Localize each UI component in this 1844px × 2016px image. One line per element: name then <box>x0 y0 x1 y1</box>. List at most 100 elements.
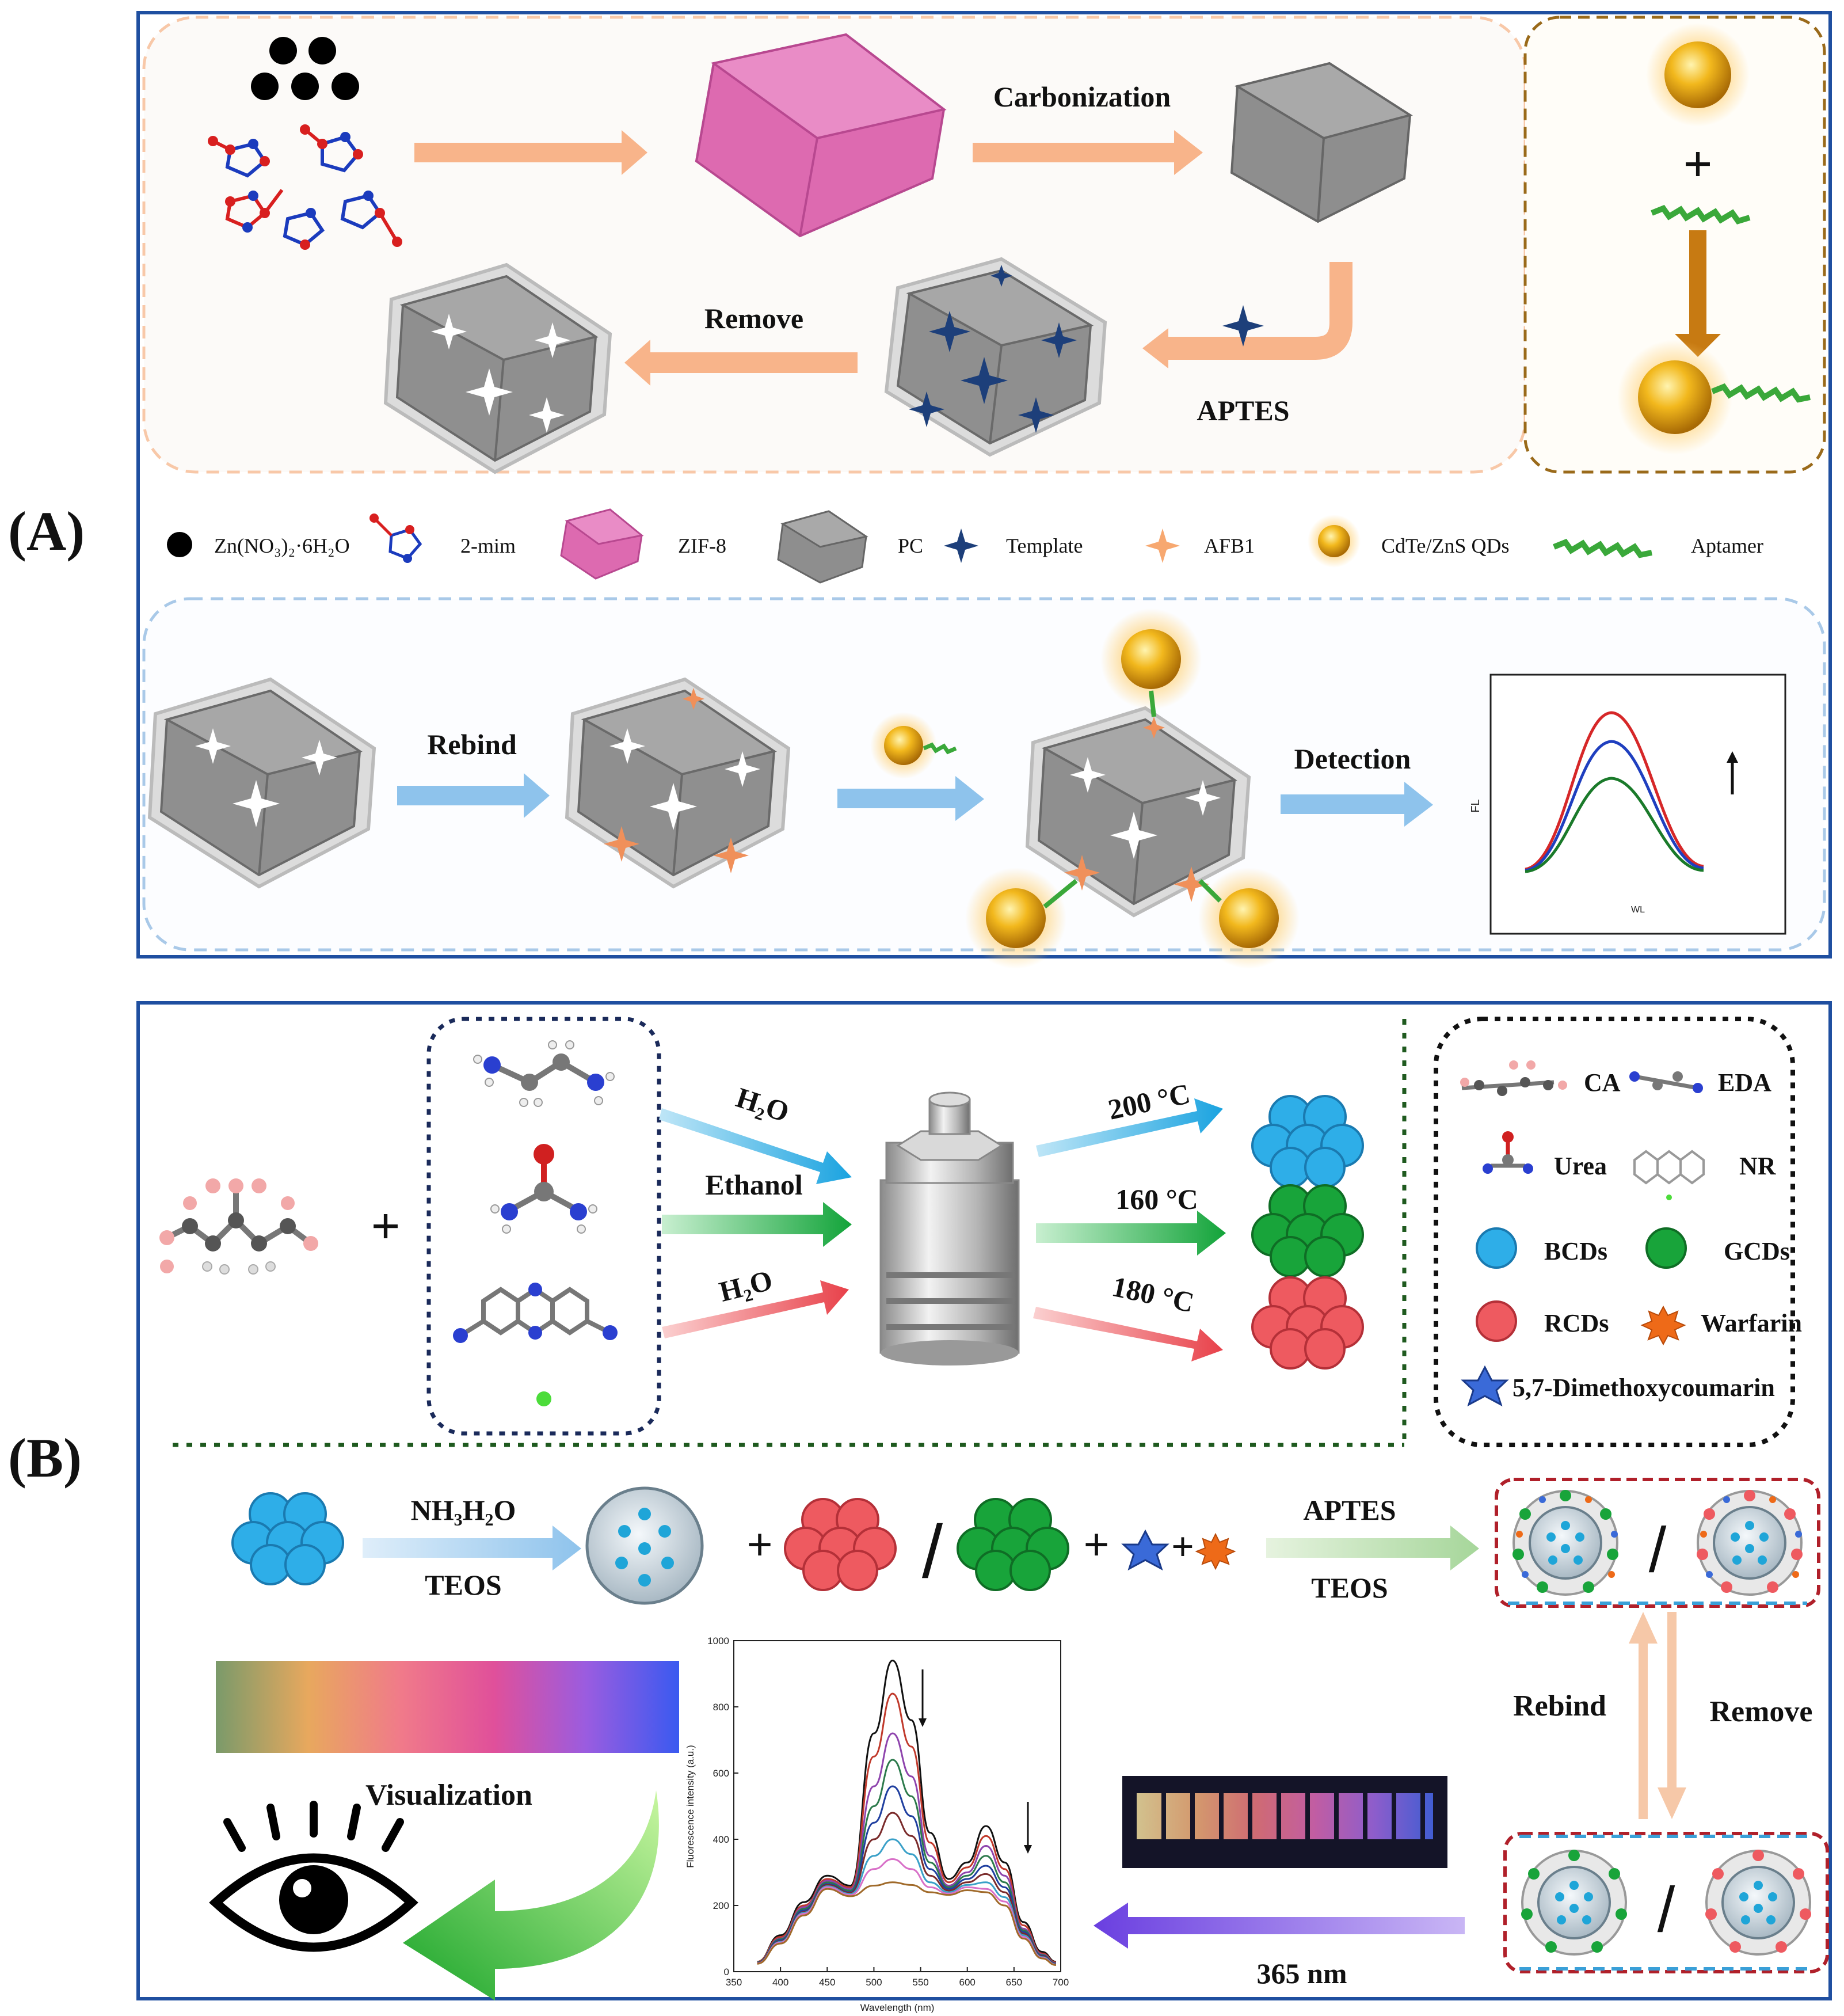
mip-with-templates <box>884 257 1107 457</box>
detection-arrow <box>1281 782 1433 827</box>
mini-curve-green <box>1525 777 1704 873</box>
legend-zif8: ZIF-8 <box>678 534 726 557</box>
mip-cavities-2 <box>147 677 376 889</box>
x-tick-label: 600 <box>959 1977 976 1988</box>
zn-legend-icon <box>167 532 192 557</box>
panel-b-letter: (B) <box>8 1427 82 1489</box>
rebind-label-a: Rebind <box>427 728 517 760</box>
bcds-legend-icon <box>1476 1227 1517 1269</box>
ca-legend-icon <box>1460 1060 1567 1096</box>
mip-with-qds <box>965 608 1300 969</box>
silica-bcd-sphere <box>585 1486 704 1605</box>
gcds-cluster-2 <box>957 1498 1069 1591</box>
panel-a-letter: (A) <box>8 500 85 562</box>
legend-warfarin: Warfarin <box>1701 1309 1802 1337</box>
mip-composite-box-top: / <box>1495 1478 1820 1608</box>
x-tick-label: 350 <box>726 1977 742 1988</box>
mip-red-sphere-top <box>1697 1490 1803 1596</box>
qd-aptamer-conjugation: + <box>1617 23 1811 455</box>
chart-plot-area <box>733 1640 1061 1972</box>
teos-label-2: TEOS <box>1311 1572 1388 1604</box>
remove-label-b: Remove <box>1709 1695 1812 1728</box>
rebind-arrow-a <box>397 773 550 818</box>
bcds-cluster <box>1251 1095 1364 1188</box>
legend-dmc: 5,7-Dimethoxycoumarin <box>1512 1374 1775 1402</box>
legend-b: CA EDA Urea NR BCDs GC <box>1460 1060 1802 1407</box>
uv-arrow <box>1094 1903 1465 1949</box>
decrease-arrow-icon-2 <box>1024 1845 1032 1854</box>
autoclave-reactor <box>879 1091 1020 1365</box>
nh3-label: NH₃H₂O <box>411 1494 516 1526</box>
legend-gcds: GCDs <box>1724 1237 1790 1265</box>
nr-molecule <box>453 1283 618 1406</box>
visualization-label: Visualization <box>365 1779 532 1812</box>
probe-arrow <box>837 776 984 821</box>
spectrum-line-2 <box>757 1692 1057 1964</box>
eye-icon <box>209 1801 418 1952</box>
legend-b-box <box>1434 1017 1795 1447</box>
teos-label-1: TEOS <box>425 1569 501 1601</box>
h2o-arrow-bottom <box>662 1280 849 1338</box>
plus-sign-b2: + <box>746 1520 773 1570</box>
detection-label: Detection <box>1294 743 1411 775</box>
rcds-legend-icon <box>1476 1300 1517 1342</box>
chart-xlabel: Wavelength (nm) <box>860 2002 935 2013</box>
pc-crystal <box>1230 62 1413 223</box>
legend-eda: EDA <box>1718 1068 1771 1097</box>
x-tick-label: 650 <box>1006 1977 1022 1988</box>
plus-sign-b4: + <box>1171 1525 1194 1569</box>
y-tick-label: 400 <box>713 1834 729 1845</box>
eda-legend-icon <box>1629 1071 1703 1093</box>
mini-spectrum-chart: FL WL <box>1469 674 1786 935</box>
citric-acid-molecule <box>159 1178 318 1275</box>
mip-with-cavities <box>383 263 612 474</box>
plus-sign-a: + <box>1683 136 1712 193</box>
bcds-cluster-2 <box>231 1492 344 1585</box>
legend-bcds: BCDs <box>1544 1237 1607 1265</box>
rcds-cluster-2 <box>784 1498 897 1591</box>
spectrum-line-9 <box>757 1881 1057 1966</box>
remove-label-a: Remove <box>704 302 803 334</box>
arrow-to-zif8 <box>414 130 647 175</box>
arrow-160c <box>1036 1211 1226 1256</box>
afb1-legend-icon <box>1145 528 1180 563</box>
chart-series <box>757 1659 1057 1966</box>
eda-molecule <box>473 1040 615 1107</box>
gcds-cluster <box>1251 1184 1364 1277</box>
mip-red-sphere-bottom <box>1705 1850 1811 1956</box>
template-star-icon <box>1222 305 1264 347</box>
legend-2-mim: 2-mim <box>460 534 516 557</box>
mini-curve-blue <box>1525 740 1704 872</box>
carbonization-label: Carbonization <box>993 81 1171 113</box>
arrow-200c <box>1036 1098 1223 1157</box>
gcds-legend-icon <box>1645 1227 1687 1269</box>
legend-ca: CA <box>1584 1068 1621 1097</box>
warfarin-legend-icon <box>1640 1305 1686 1346</box>
zif8-crystal <box>695 33 947 238</box>
legend-qds: CdTe/ZnS QDs <box>1381 534 1510 557</box>
panel-a: Carbonization APTES <box>8 11 1832 969</box>
mip-green-sphere-bottom <box>1521 1850 1627 1956</box>
zif8-legend-icon <box>560 508 644 580</box>
urea-legend-icon <box>1483 1131 1533 1174</box>
mini-curve-red <box>1525 711 1704 871</box>
temp-160-label: 160 °C <box>1115 1183 1198 1215</box>
warfarin-icon <box>1195 1532 1236 1570</box>
pc-legend-icon <box>777 510 868 584</box>
y-tick-label: 1000 <box>707 1635 729 1646</box>
urea-molecule <box>490 1144 597 1234</box>
visualization-arrow <box>403 1790 659 2000</box>
vials-photo <box>1122 1776 1447 1868</box>
mini-chart-ylabel: FL <box>1469 799 1482 812</box>
legend-template: Template <box>1006 534 1083 557</box>
increase-arrow-icon <box>1727 751 1738 763</box>
remove-arrow <box>624 340 858 386</box>
x-tick-label: 550 <box>912 1977 928 1988</box>
mini-chart-xlabel: WL <box>1631 905 1645 915</box>
plus-sign-b1: + <box>371 1198 400 1255</box>
x-tick-label: 400 <box>772 1977 788 1988</box>
rebind-arrow-b <box>1629 1612 1658 1644</box>
legend-pc: PC <box>898 534 923 557</box>
